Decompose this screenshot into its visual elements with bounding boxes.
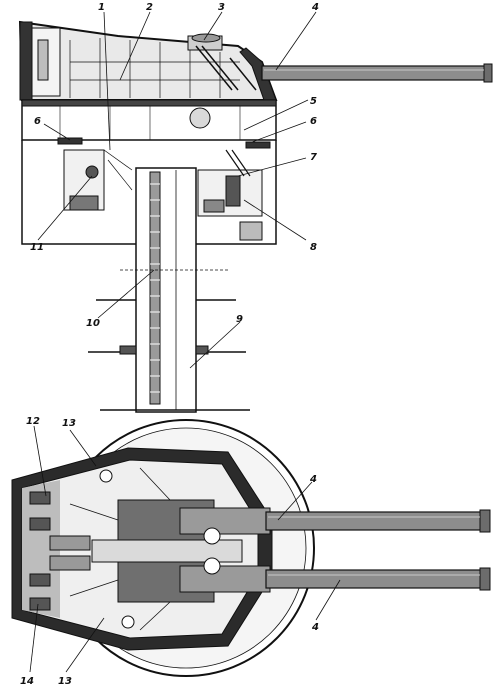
deck-plate (21, 99, 277, 107)
callout-6-right: 6 (310, 116, 317, 127)
gun-barrel-upper (265, 511, 485, 531)
pivot-upper (203, 527, 221, 545)
hoist-rungs (150, 183, 160, 393)
right-machinery (197, 149, 263, 241)
callout-5: 5 (310, 96, 317, 107)
callout-13-top: 13 (62, 418, 76, 429)
gun-muzzle-upper (479, 509, 491, 533)
callout-1: 1 (98, 2, 105, 13)
side-section-view (18, 20, 493, 413)
gun-cradle-lower (179, 565, 271, 593)
left-machinery (63, 149, 133, 211)
deck-ribs (59, 106, 241, 140)
plan-view (11, 419, 491, 677)
callout-14: 14 (20, 676, 34, 687)
callout-13-bottom: 13 (58, 676, 72, 687)
callout-8: 8 (310, 242, 317, 253)
deck-stub-left (119, 345, 137, 355)
right-bracket (245, 141, 271, 149)
turret-rear-armour (19, 21, 33, 101)
callout-7: 7 (310, 152, 317, 163)
callout-9: 9 (236, 314, 243, 325)
callout-10: 10 (86, 318, 100, 329)
callout-12: 12 (26, 416, 40, 427)
sight-left (99, 469, 113, 483)
callout-3: 3 (218, 2, 225, 13)
gun-cradle-upper (179, 507, 271, 535)
hull-deck-lines (88, 299, 250, 411)
rear-vent (37, 39, 49, 81)
centre-mechanism (91, 539, 243, 563)
gun-barrel-side (261, 65, 491, 81)
callout-11: 11 (30, 242, 44, 253)
callout-4-plan-lower: 4 (311, 622, 319, 633)
gun-muzzle-lower (479, 567, 491, 591)
callout-4-side: 4 (311, 2, 319, 13)
gun-muzzle-side (483, 63, 493, 83)
hoist-chain (149, 171, 161, 405)
callout-4-plan-upper: 4 (309, 474, 317, 485)
callout-6-left: 6 (34, 116, 41, 127)
upper-deck-band (21, 99, 277, 141)
gun-barrel-lower (265, 569, 485, 589)
sight-right (121, 615, 135, 629)
callout-labels: 1 2 3 4 5 6 6 7 8 9 10 11 12 13 4 4 14 1… (20, 2, 319, 687)
left-bracket (57, 137, 83, 145)
pivot-lower (203, 557, 221, 575)
ammunition-hoist-shaft (135, 167, 197, 413)
deck-stub-right (195, 345, 209, 355)
shell-racks (29, 491, 91, 611)
mount-linkage (69, 467, 171, 631)
callout-2: 2 (146, 2, 153, 13)
loading-arm (195, 45, 257, 91)
leader-lines (29, 11, 341, 673)
hatch-circle (189, 107, 211, 129)
rangefinder-cap (191, 33, 221, 43)
